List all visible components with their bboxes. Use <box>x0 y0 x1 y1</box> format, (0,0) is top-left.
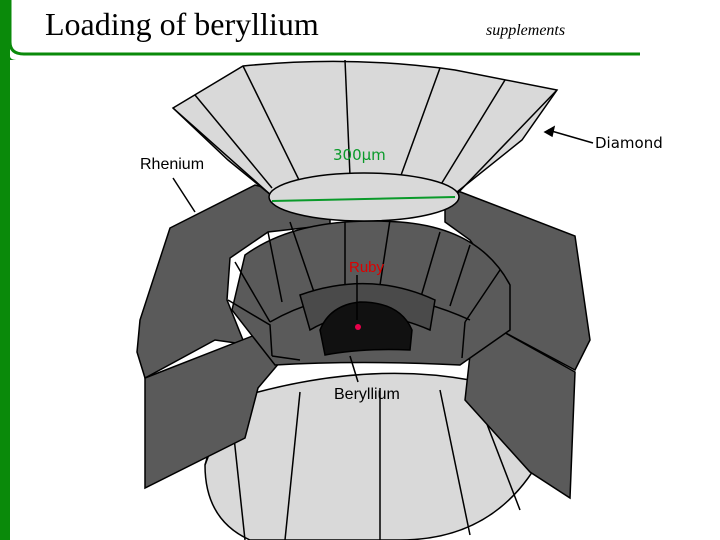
label-ruby: Ruby <box>349 259 385 276</box>
slide-subtitle: supplements <box>486 22 566 39</box>
label-diamond: Diamond <box>595 134 663 152</box>
top-diamond <box>171 59 559 222</box>
label-rhenium: Rhenium <box>140 156 205 173</box>
label-pointers <box>172 125 594 383</box>
label-beryllium: Beryllium <box>334 386 400 403</box>
header-decoration <box>0 0 640 540</box>
label-culet-size: 300µm <box>333 146 386 164</box>
sample-chamber <box>319 301 413 356</box>
ruby-dot <box>355 324 361 330</box>
slide-title: Loading of beryllium <box>45 6 319 42</box>
